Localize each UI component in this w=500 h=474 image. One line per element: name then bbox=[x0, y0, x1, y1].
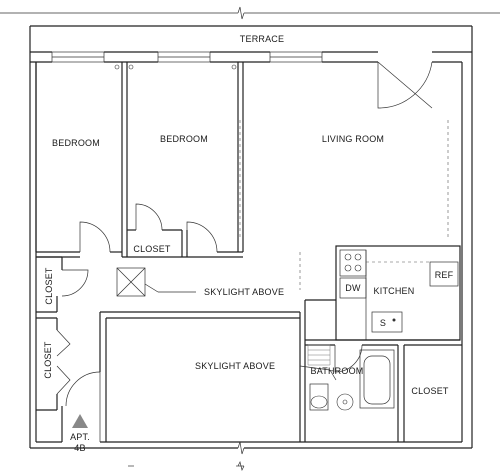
center-closet-label: CLOSET bbox=[133, 244, 171, 254]
refrigerator-label: REF bbox=[435, 270, 454, 280]
living-room-label: LIVING ROOM bbox=[322, 134, 384, 144]
entry-triangle-icon bbox=[72, 414, 88, 428]
bedroom-1-label: BEDROOM bbox=[52, 138, 100, 148]
center-closet-walls bbox=[121, 203, 243, 258]
bedroom-2-label: BEDROOM bbox=[160, 134, 208, 144]
skylight-1 bbox=[116, 267, 196, 297]
kitchen-label: KITCHEN bbox=[374, 286, 415, 296]
bathroom-label: BATHROOM bbox=[311, 366, 364, 376]
sink-label: S bbox=[380, 318, 386, 328]
apartment-marker bbox=[72, 414, 88, 428]
skylight-2-label: SKYLIGHT ABOVE bbox=[195, 361, 275, 371]
skylight-1-label: SKYLIGHT ABOVE bbox=[204, 287, 284, 297]
apartment-label-line-2: 4B bbox=[74, 443, 85, 453]
left-closets-walls bbox=[36, 256, 101, 442]
terrace-boundary bbox=[0, 6, 500, 58]
apartment-label-line-1: APT. bbox=[70, 432, 90, 442]
bedroom-1-walls bbox=[35, 62, 128, 258]
corridor-walls bbox=[99, 300, 306, 442]
dishwasher-label: DW bbox=[345, 283, 361, 293]
living-room-walls bbox=[299, 61, 433, 290]
closet-left-bottom-label: CLOSET bbox=[43, 341, 53, 379]
terrace-label: TERRACE bbox=[240, 34, 284, 44]
bedroom-2-walls bbox=[128, 62, 244, 252]
exterior-walls bbox=[29, 51, 473, 472]
closet-left-top-label: CLOSET bbox=[44, 267, 54, 305]
closet-right-label: CLOSET bbox=[411, 386, 449, 396]
bathroom-walls bbox=[299, 339, 460, 442]
